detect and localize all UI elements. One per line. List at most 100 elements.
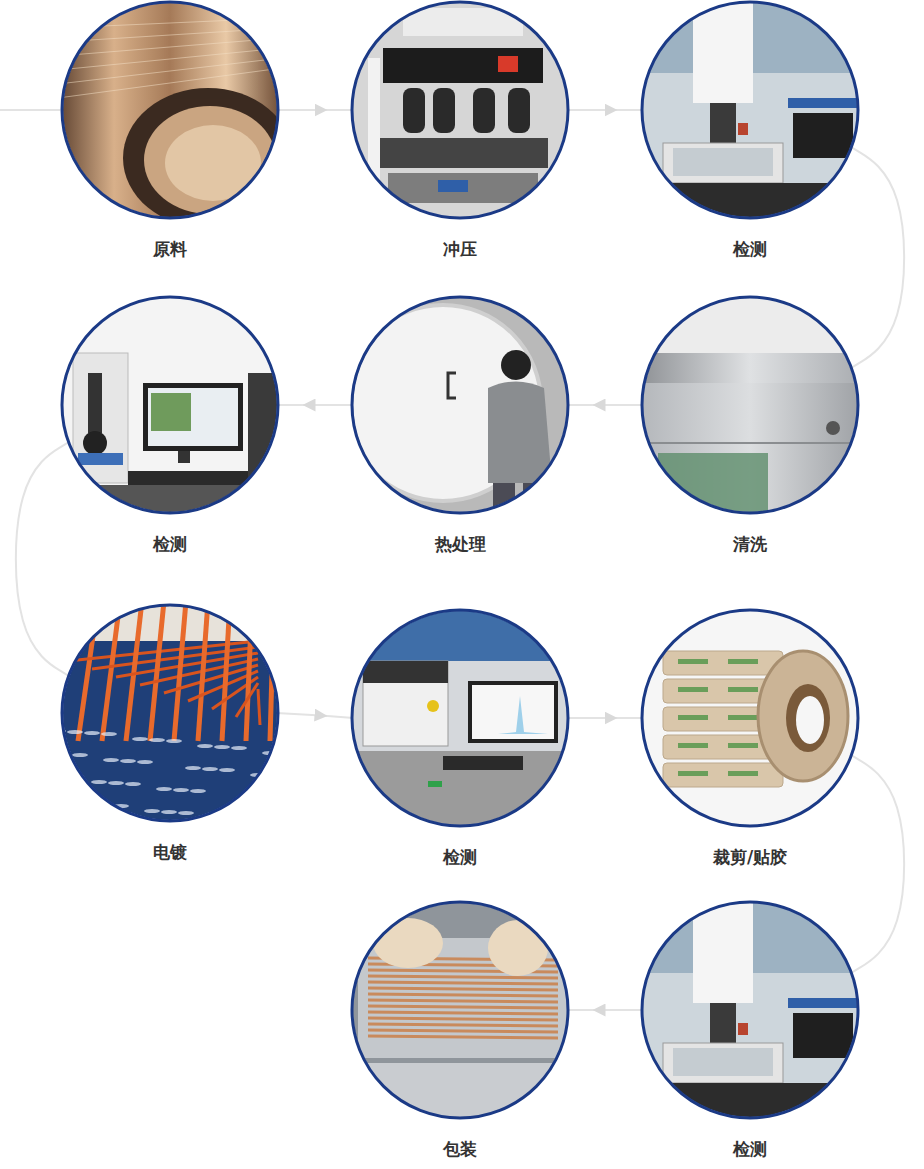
photo-shape <box>433 88 455 133</box>
photo-shape <box>79 802 95 806</box>
process-step: 冲压 <box>348 0 572 222</box>
photo-shape <box>368 1006 558 1008</box>
photo-shape <box>166 739 182 743</box>
step-photo <box>638 606 862 830</box>
process-step: 包装 <box>348 898 572 1122</box>
photo-shape <box>658 183 848 222</box>
flow-connector <box>850 754 904 973</box>
photo-shape <box>174 601 186 741</box>
photo-shape <box>161 810 177 814</box>
photo-shape <box>178 811 194 815</box>
process-step: 电镀 <box>58 601 282 825</box>
flow-connector <box>567 404 644 406</box>
step-photo <box>348 293 572 517</box>
step-photo <box>58 601 282 825</box>
process-step: 清洗 <box>638 293 862 517</box>
process-step: 检测 <box>638 898 862 1122</box>
photo-illustration <box>58 0 282 222</box>
photo-shape <box>663 1043 783 1083</box>
photo-shape <box>120 759 136 763</box>
photo-shape <box>678 687 708 692</box>
photo-shape <box>363 661 448 683</box>
photo-shape <box>488 920 548 976</box>
photo-shape <box>710 103 736 143</box>
photo-shape <box>501 350 531 380</box>
photo-shape <box>468 681 558 743</box>
photo-shape <box>378 138 548 168</box>
photo-shape <box>198 601 208 741</box>
photo-shape <box>126 601 142 741</box>
photo-shape <box>473 88 495 133</box>
step-photo <box>58 293 282 517</box>
photo-shape <box>443 756 523 770</box>
photo-shape <box>267 774 282 778</box>
photo-shape <box>226 817 242 821</box>
photo-shape <box>128 471 248 485</box>
process-step: 热处理 <box>348 293 572 517</box>
process-step: 裁剪/贴胶 <box>638 606 862 830</box>
photo-shape <box>236 683 258 717</box>
flow-connector <box>16 441 70 676</box>
step-photo <box>348 0 572 222</box>
photo-shape <box>78 453 123 465</box>
flow-connector <box>277 109 354 111</box>
step-photo <box>348 606 572 830</box>
step-label: 检测 <box>638 238 862 260</box>
step-label: 清洗 <box>638 533 862 555</box>
photo-shape <box>348 1063 572 1122</box>
photo-shape <box>246 601 252 741</box>
step-photo <box>638 293 862 517</box>
photo-shape <box>83 431 107 455</box>
photo-shape <box>508 88 530 133</box>
step-photo <box>348 898 572 1122</box>
photo-shape <box>368 994 558 996</box>
photo-shape <box>663 763 783 787</box>
photo-shape <box>151 393 191 431</box>
photo-shape <box>150 601 164 741</box>
photo-illustration <box>58 293 282 517</box>
photo-shape <box>448 373 456 398</box>
photo-shape <box>209 816 225 820</box>
photo-shape <box>103 758 119 762</box>
photo-shape <box>231 746 247 750</box>
photo-shape <box>363 661 448 746</box>
photo-shape <box>638 383 862 517</box>
flow-connector <box>850 146 904 368</box>
photo-shape <box>149 738 165 742</box>
photo-shape <box>638 442 862 444</box>
photo-shape <box>214 745 230 749</box>
photo-illustration <box>638 606 862 830</box>
photo-illustration <box>348 606 572 830</box>
photo-shape <box>673 1048 773 1076</box>
photo-shape <box>368 1012 558 1014</box>
photo-shape <box>58 18 282 28</box>
photo-shape <box>255 796 271 800</box>
photo-illustration <box>348 898 572 1122</box>
photo-shape <box>144 106 276 214</box>
photo-shape <box>728 715 758 720</box>
lead-in-line <box>0 109 60 111</box>
photo-shape <box>132 737 148 741</box>
photo-shape <box>793 1013 853 1058</box>
photo-shape <box>58 601 282 641</box>
photo-illustration <box>348 293 572 517</box>
photo-shape <box>472 685 554 739</box>
photo-shape <box>58 68 282 98</box>
photo-shape <box>383 48 543 83</box>
photo-ring <box>62 297 278 513</box>
photo-shape <box>72 753 88 757</box>
photo-shape <box>638 353 862 383</box>
photo-shape <box>523 483 545 517</box>
photo-shape <box>788 98 862 108</box>
photo-shape <box>348 606 572 830</box>
step-photo <box>638 0 862 222</box>
photo-ring <box>62 2 278 218</box>
photo-shape <box>638 898 862 1122</box>
photo-ring <box>642 297 858 513</box>
photo-shape <box>219 768 235 772</box>
step-label: 冲压 <box>348 238 572 260</box>
process-step: 检测 <box>638 0 862 222</box>
photo-shape <box>148 388 238 446</box>
step-label: 检测 <box>58 533 282 555</box>
